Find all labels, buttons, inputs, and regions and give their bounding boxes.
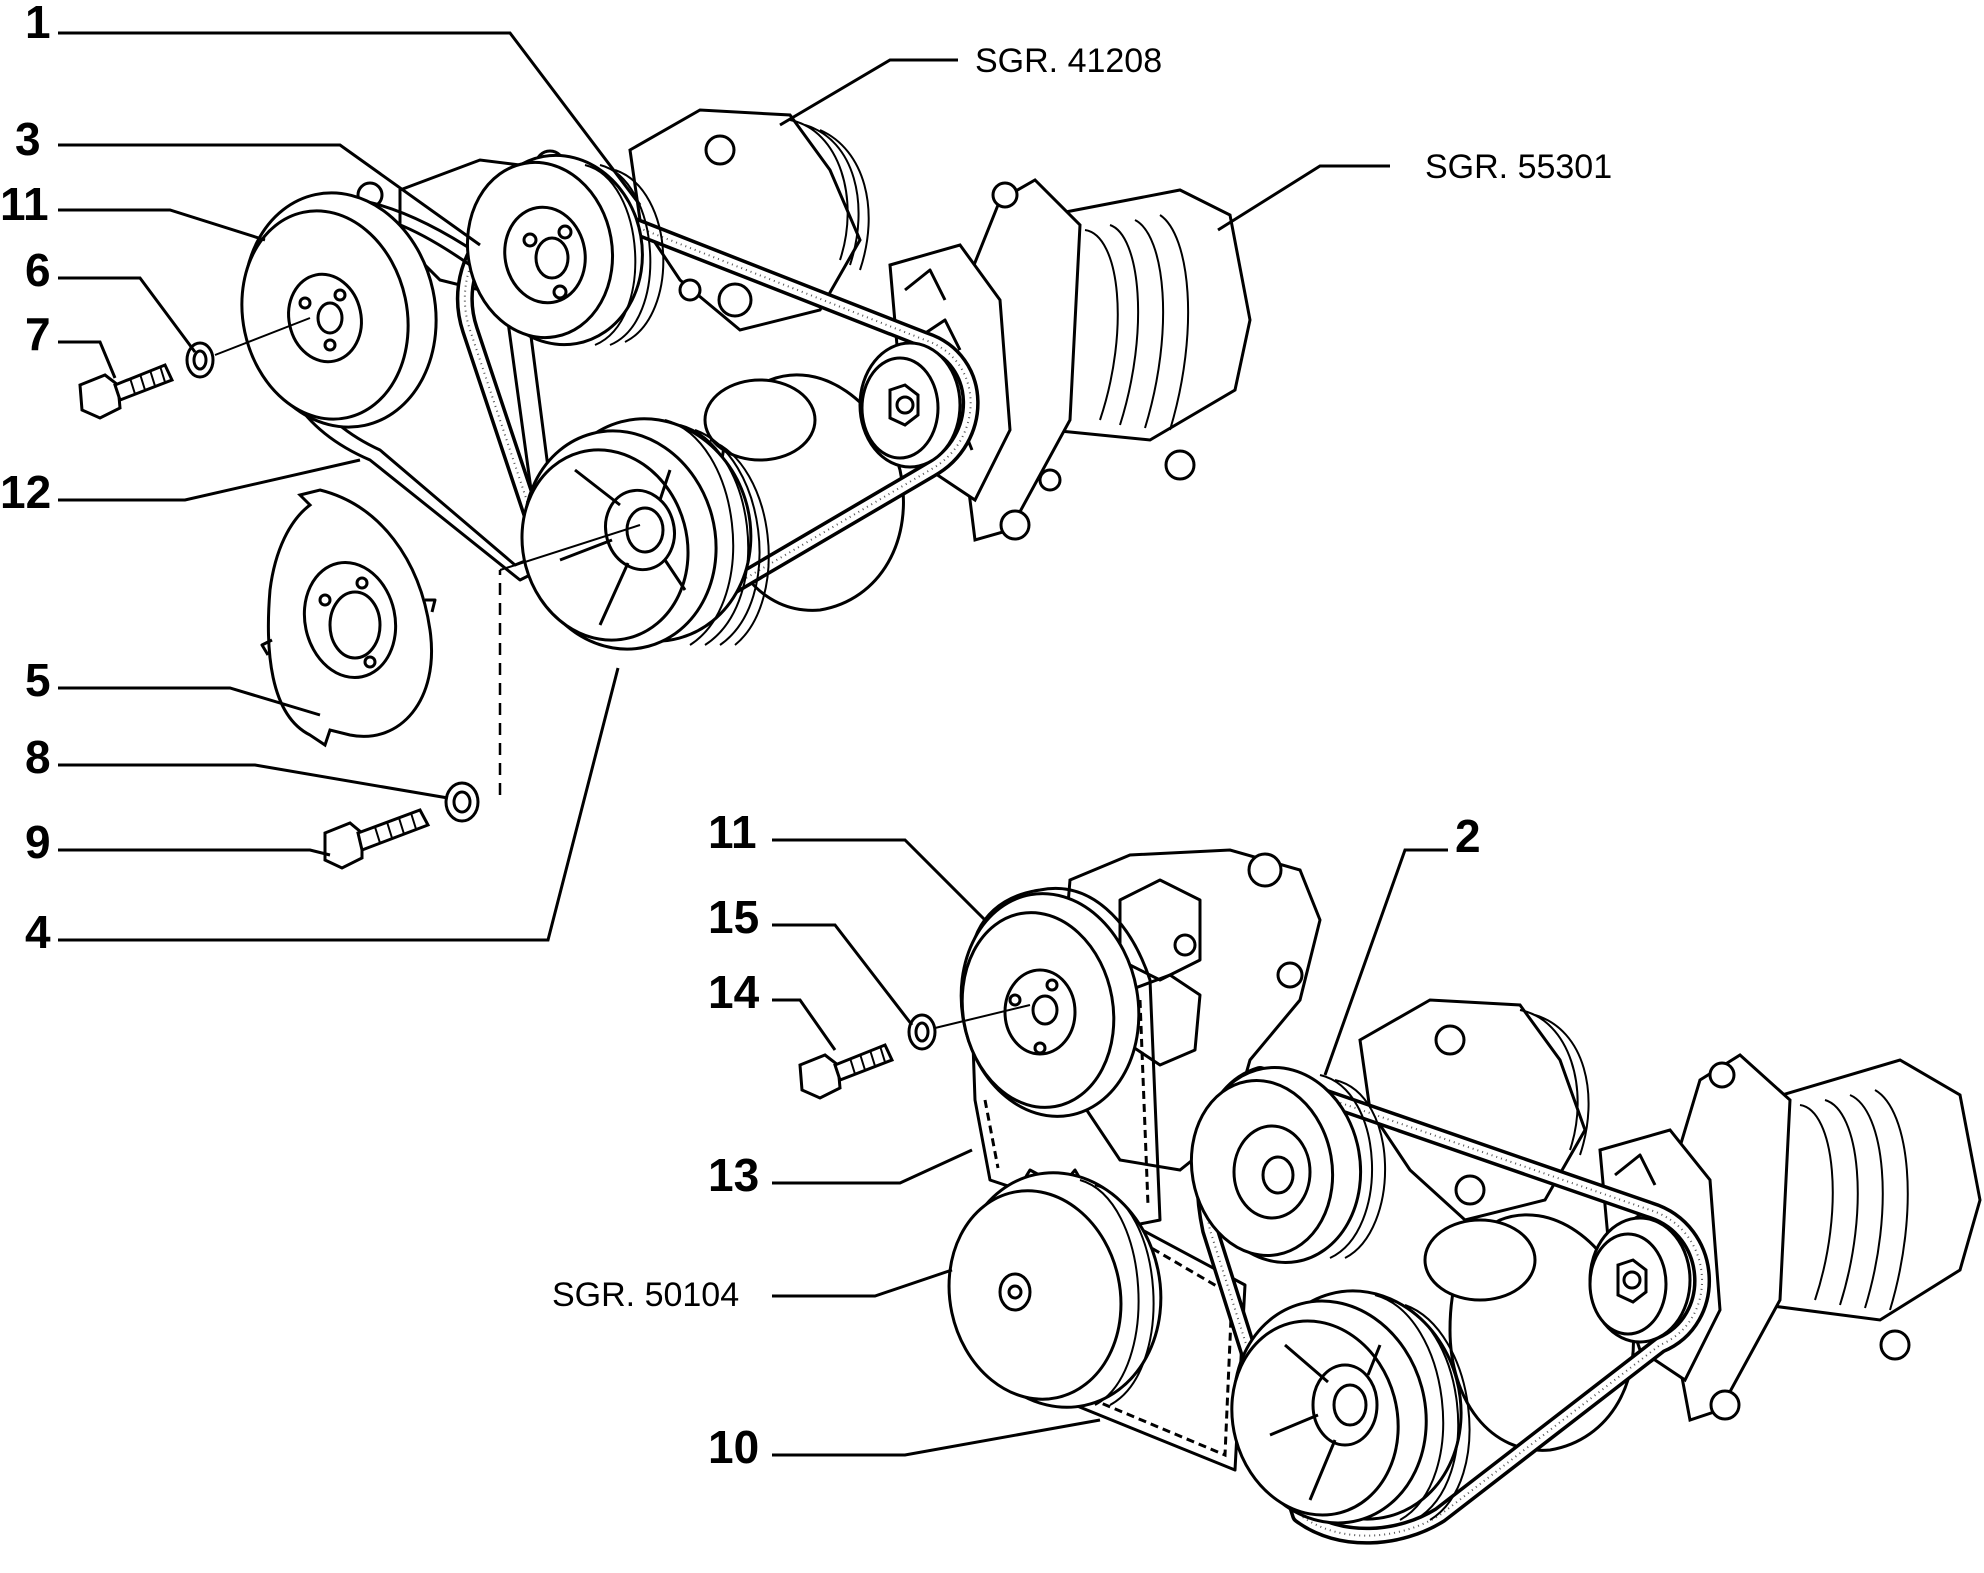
callout-7: 7 (25, 308, 51, 360)
upper-hub-plate-5 (260, 488, 437, 748)
callout-1: 1 (25, 0, 51, 48)
lower-grooved-pulley (1230, 1289, 1471, 1525)
callout-3: 3 (15, 113, 41, 165)
callout-14: 14 (708, 966, 760, 1018)
lower-washer-15 (907, 1013, 937, 1051)
callout-2: 2 (1455, 810, 1481, 862)
callout-5: 5 (25, 654, 51, 706)
reference-labels: SGR. 41208 SGR. 55301 SGR. 50104 (552, 42, 1612, 1314)
upper-bolt-9 (323, 808, 431, 870)
lower-bolt-14 (798, 1043, 895, 1100)
lower-crank-pulley (1189, 1065, 1387, 1265)
callout-15: 15 (708, 891, 759, 943)
leader-lines (58, 31, 1448, 1457)
callout-12: 12 (0, 466, 51, 518)
upper-idler (858, 341, 962, 469)
lower-idler (1588, 1216, 1692, 1344)
upper-pulley-4 (520, 417, 770, 651)
reference-sgr-41208: SGR. 41208 (975, 42, 1162, 80)
lower-pulley-11 (959, 892, 1141, 1118)
callout-10: 10 (708, 1421, 759, 1473)
callout-labels: 1 3 11 6 7 12 5 8 9 4 11 15 14 13 10 2 (0, 0, 1481, 1473)
callout-11-lower: 11 (708, 806, 757, 858)
upper-pulley-3 (465, 153, 665, 347)
upper-assembly (78, 108, 1252, 870)
upper-washer-8 (444, 781, 480, 823)
upper-bolt-7 (78, 363, 175, 420)
reference-sgr-55301: SGR. 55301 (1425, 148, 1612, 186)
callout-4: 4 (25, 906, 51, 958)
callout-11: 11 (0, 178, 49, 230)
reference-sgr-50104: SGR. 50104 (552, 1276, 739, 1314)
upper-pump (628, 108, 870, 332)
callout-6: 6 (25, 244, 51, 296)
lower-assembly (798, 848, 1982, 1545)
callout-9: 9 (25, 816, 51, 868)
callout-8: 8 (25, 731, 51, 783)
callout-13: 13 (708, 1149, 759, 1201)
upper-pulley-11 (240, 191, 438, 429)
lower-pump (1358, 998, 1590, 1222)
lower-pulley-50104 (947, 1171, 1163, 1409)
